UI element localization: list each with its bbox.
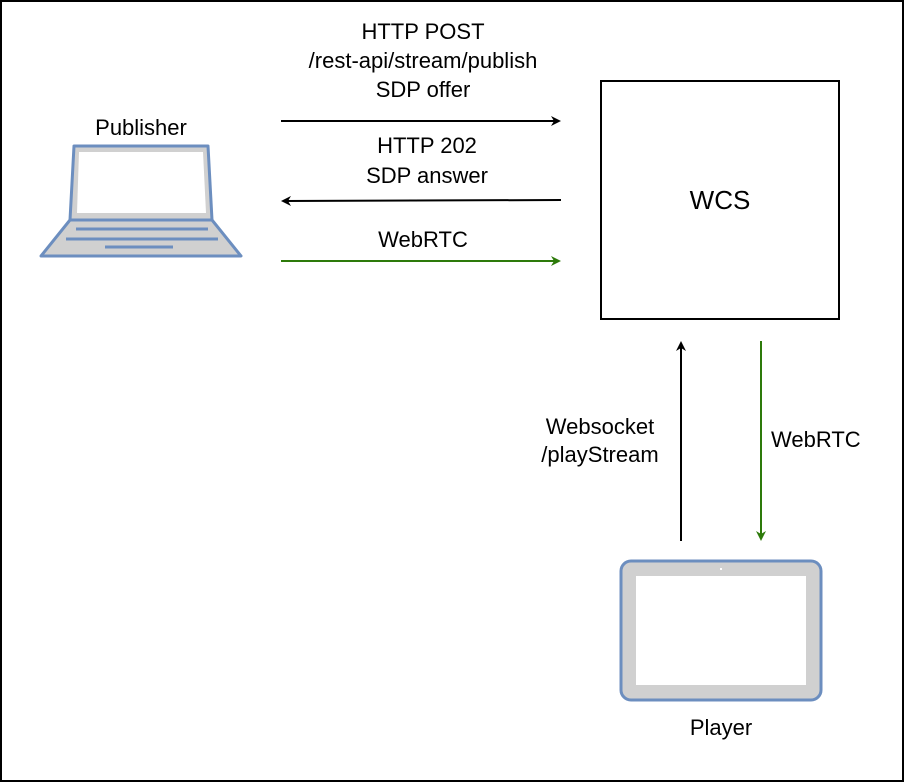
publish-response-label-line1: HTTP 202 — [377, 133, 477, 158]
publish-request-label-line2: /rest-api/stream/publish — [308, 48, 538, 73]
publish-request-label-line3: SDP offer — [375, 77, 471, 102]
player-label: Player — [689, 715, 753, 740]
publish-response-label-line2: SDP answer — [366, 163, 488, 188]
publish-media-label: WebRTC — [378, 227, 468, 252]
tablet-icon — [619, 559, 823, 702]
publish-request-label-line1: HTTP POST — [361, 19, 485, 44]
wcs-label: WCS — [689, 184, 751, 215]
play-media-label: WebRTC — [771, 427, 861, 452]
publish-response-arrow — [281, 195, 562, 206]
play-request-label-line2: /playStream — [541, 442, 659, 467]
laptop-icon — [39, 144, 243, 258]
publisher-label: Publisher — [95, 115, 187, 140]
wcs-server-node: WCS — [600, 80, 840, 320]
play-request-label-line1: Websocket — [545, 414, 655, 439]
